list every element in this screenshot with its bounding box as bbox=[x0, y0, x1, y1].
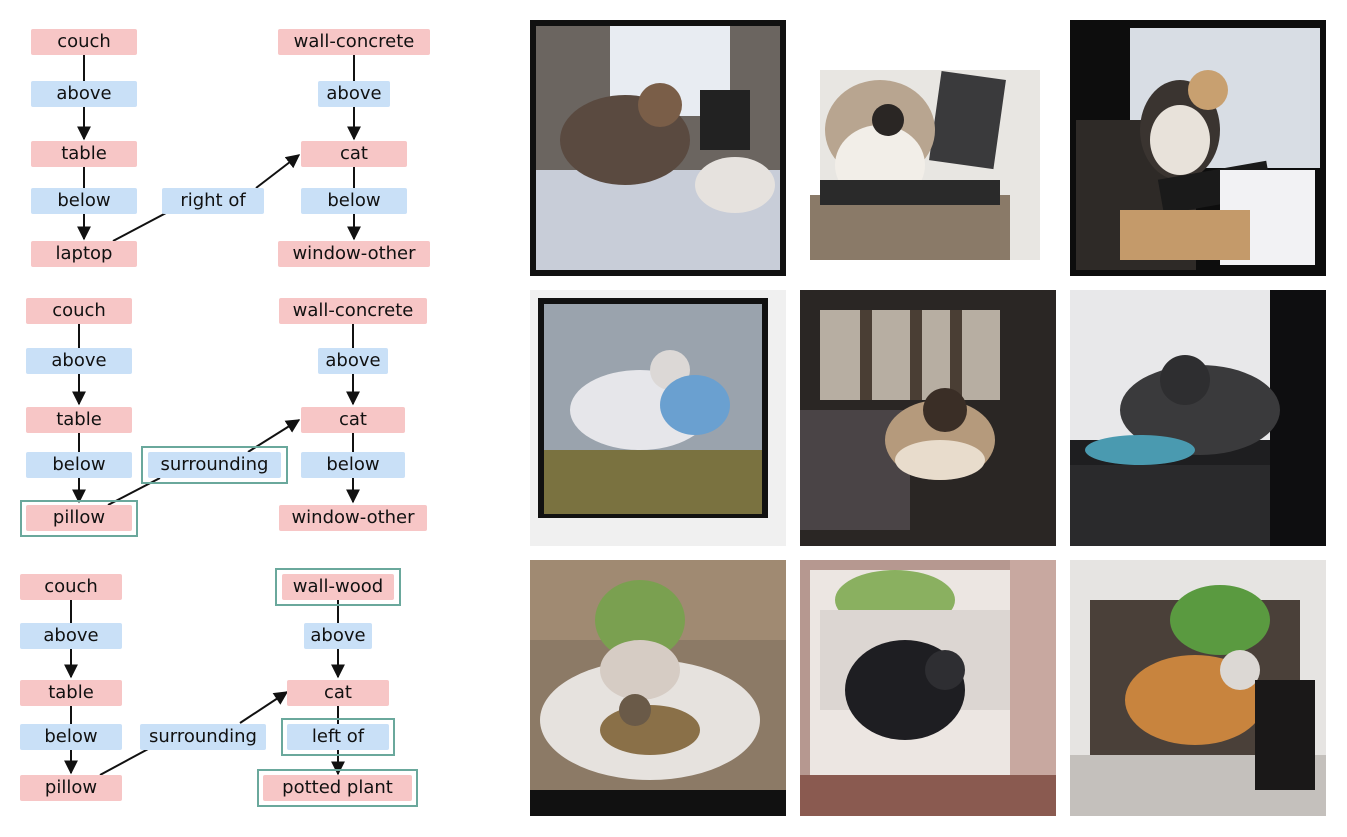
edge-label-left-of: left of bbox=[287, 724, 389, 750]
node-cat: cat bbox=[301, 407, 405, 433]
highlight-box-potted-plant bbox=[257, 769, 418, 807]
node-pillow: pillow bbox=[20, 775, 122, 801]
generated-image-calico-cat-laptop bbox=[1070, 20, 1326, 276]
generated-image-white-cat-blue-pillow bbox=[530, 290, 786, 546]
edge-label-below: below bbox=[26, 452, 132, 478]
node-window-other: window-other bbox=[279, 505, 427, 531]
node-wall-wood: wall-wood bbox=[282, 574, 394, 600]
edge-label-above: above bbox=[318, 81, 390, 107]
edge-label-above: above bbox=[304, 623, 372, 649]
node-cat: cat bbox=[287, 680, 389, 706]
generated-image-orange-cat-couch-plant bbox=[1070, 560, 1326, 816]
graph-edges bbox=[64, 55, 361, 776]
node-laptop: laptop bbox=[31, 241, 137, 267]
node-cat: cat bbox=[301, 141, 407, 167]
highlight-box-pillow bbox=[20, 500, 138, 537]
edge-label-below: below bbox=[301, 188, 407, 214]
node-table: table bbox=[20, 680, 122, 706]
node-table: table bbox=[31, 141, 137, 167]
node-wall-concrete: wall-concrete bbox=[279, 298, 427, 324]
generated-image-siamese-cat-laptop bbox=[800, 20, 1056, 276]
edge-label-above: above bbox=[26, 348, 132, 374]
edge-label-below: below bbox=[301, 452, 405, 478]
edge-label-above: above bbox=[318, 348, 388, 374]
edge-label-above: above bbox=[31, 81, 137, 107]
highlight-box-wall-wood bbox=[275, 568, 401, 606]
edge-label-below: below bbox=[20, 724, 122, 750]
node-wall-concrete: wall-concrete bbox=[278, 29, 430, 55]
generated-image-siamese-cat-dark-room bbox=[800, 290, 1056, 546]
scene-graphs-panel: couch above table below laptop right of … bbox=[0, 0, 520, 837]
node-potted-plant: potted plant bbox=[263, 775, 412, 801]
generated-image-cat-plant-pillows bbox=[530, 560, 786, 816]
node-window-other: window-other bbox=[278, 241, 430, 267]
generated-image-cat-couch-laptop bbox=[530, 20, 786, 276]
edge-label-right-of: right of bbox=[162, 188, 264, 214]
edge-label-below: below bbox=[31, 188, 137, 214]
edge-label-surrounding: surrounding bbox=[148, 452, 281, 478]
edge-label-above: above bbox=[20, 623, 122, 649]
node-couch: couch bbox=[31, 29, 137, 55]
generated-image-grey-cat-window bbox=[1070, 290, 1326, 546]
highlight-box-surrounding bbox=[141, 446, 288, 484]
node-table: table bbox=[26, 407, 132, 433]
generated-image-black-cat-plant bbox=[800, 560, 1056, 816]
node-couch: couch bbox=[20, 574, 122, 600]
highlight-box-left-of bbox=[281, 718, 395, 756]
edge-label-surrounding: surrounding bbox=[140, 724, 266, 750]
node-couch: couch bbox=[26, 298, 132, 324]
node-pillow: pillow bbox=[26, 505, 132, 531]
